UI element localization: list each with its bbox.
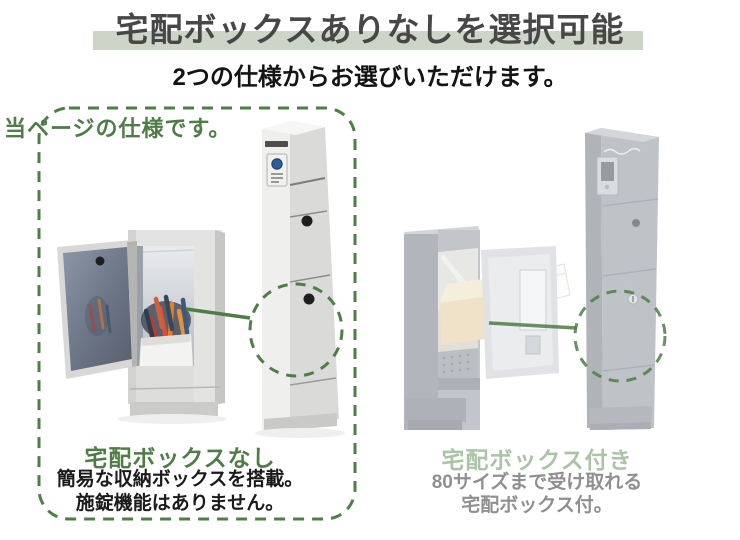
left-option-description: 簡易な収納ボックスを搭載。 施錠機能はありません。 — [30, 468, 330, 516]
right-option-description: 80サイズまで受け取れる 宅配ボックス付。 — [397, 471, 677, 517]
mail-slot-knob — [632, 219, 640, 227]
mail-slot-knob — [303, 293, 315, 305]
brand-logo-script — [603, 148, 641, 155]
left-option-caption: 宅配ボックスなし — [84, 445, 276, 471]
key-lock-icon — [625, 286, 639, 305]
deliverybox-post-column-photo — [585, 128, 659, 430]
page-subtitle: 2つの仕様からお選びいただけます。 — [172, 64, 568, 91]
right-description-line1: 80サイズまで受け取れる — [431, 472, 643, 493]
left-description-line2: 施錠機能はありません。 — [75, 493, 285, 514]
dashed-circle-highlight-icon — [573, 289, 667, 383]
current-page-spec-badge: 当ページの仕様です。 — [4, 116, 232, 141]
left-description-line1: 簡易な収納ボックスを搭載。 — [56, 469, 304, 490]
post-without-deliverybox-photo — [57, 121, 345, 438]
page-title: 宅配ボックスありなしを選択可能 — [115, 11, 625, 48]
callout-line — [185, 307, 251, 320]
door-hole — [95, 256, 105, 266]
callout-line — [488, 321, 578, 330]
title-highlight-bar — [93, 31, 643, 50]
nameplate — [265, 141, 288, 147]
deliverybox-open-photo — [404, 226, 571, 430]
post-with-deliverybox-photo — [404, 128, 659, 430]
dashed-circle-highlight-icon — [248, 282, 344, 378]
selected-option-dashed-border — [37, 106, 357, 521]
right-option-caption: 宅配ボックス付き — [441, 447, 633, 473]
slim-post-column-photo — [255, 121, 345, 438]
right-description-line2: 宅配ボックス付。 — [461, 495, 613, 516]
mail-slot-knob — [301, 215, 313, 227]
storage-box-open-photo — [57, 230, 227, 424]
